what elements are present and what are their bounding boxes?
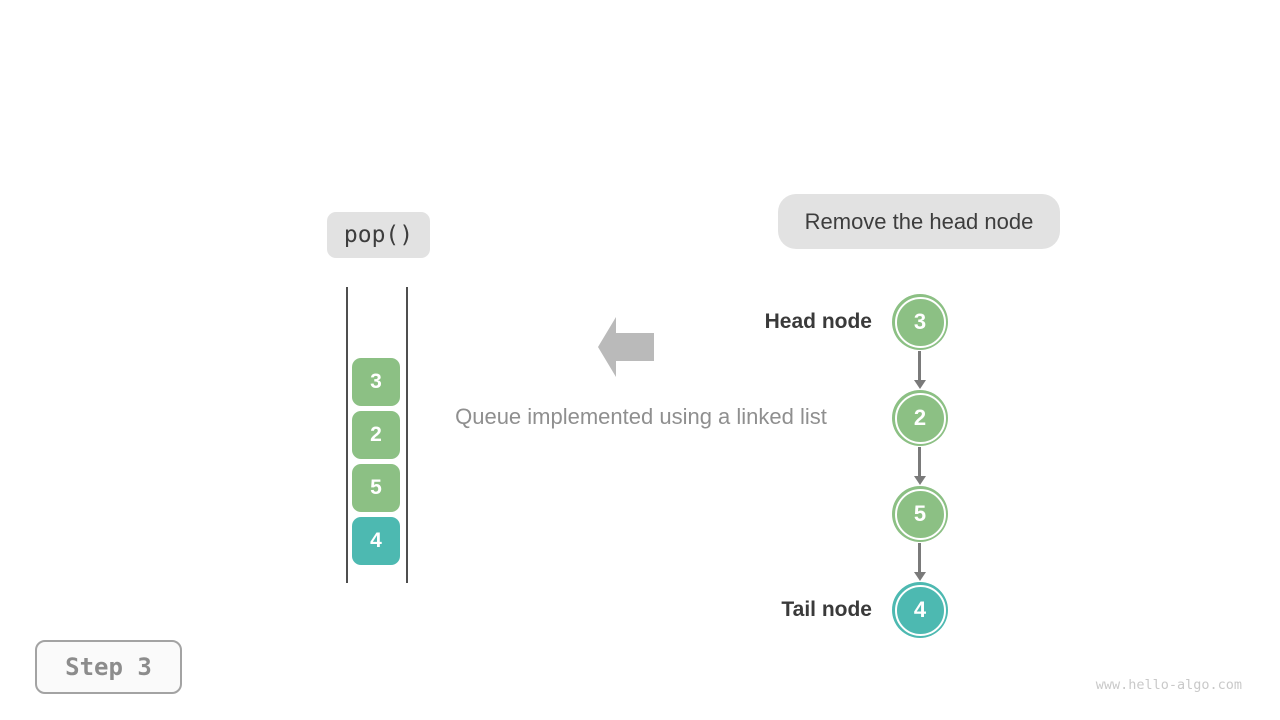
node-inner-ring <box>894 392 946 444</box>
watermark-text: www.hello-algo.com <box>1095 677 1242 693</box>
linked-list-node: 2 <box>892 390 948 446</box>
linked-list-node: 3 <box>892 294 948 350</box>
queue-item: 5 <box>352 464 400 512</box>
queue-container-right-line <box>406 287 408 583</box>
linked-list-node: 5 <box>892 486 948 542</box>
tail-node-label: Tail node <box>781 598 872 621</box>
node-inner-ring <box>894 584 946 636</box>
pop-operation-label: pop() <box>327 212 430 258</box>
left-arrow-icon <box>598 317 654 377</box>
node-inner-ring <box>894 296 946 348</box>
queue-item: 3 <box>352 358 400 406</box>
caption-text: Queue implemented using a linked list <box>455 404 827 429</box>
node-inner-ring <box>894 488 946 540</box>
head-node-label: Head node <box>764 310 872 333</box>
remove-head-node-label: Remove the head node <box>778 194 1060 249</box>
queue-item: 4 <box>352 517 400 565</box>
step-badge: Step 3 <box>35 640 182 694</box>
down-arrow-icon <box>913 351 926 389</box>
down-arrow-icon <box>913 447 926 485</box>
queue-item: 2 <box>352 411 400 459</box>
down-arrow-icon <box>913 543 926 581</box>
linked-list-node: 4 <box>892 582 948 638</box>
queue-container-left-line <box>346 287 348 583</box>
